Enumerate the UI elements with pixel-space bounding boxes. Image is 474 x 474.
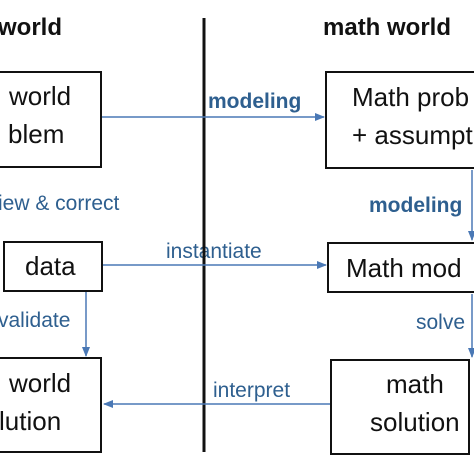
math-problem-line1: Math prob	[352, 82, 470, 112]
real-world-header: world	[0, 14, 62, 41]
data-label: data	[25, 251, 76, 281]
modeling-right-label: modeling	[369, 194, 463, 217]
math-solution-box	[330, 359, 470, 455]
math-solution-line1: math	[386, 369, 444, 399]
validate-label: validate	[0, 309, 71, 332]
review-correct-label: iew & correct	[0, 192, 120, 215]
real-world-problem-box	[0, 71, 102, 168]
data-box	[3, 241, 103, 292]
math-problem-line2: + assumpt	[352, 120, 473, 150]
math-problem-box	[325, 71, 474, 169]
math-solution-line2: solution	[370, 407, 460, 437]
math-model-label: Math mod	[346, 253, 462, 283]
instantiate-label: instantiate	[166, 240, 262, 263]
solve-label: solve	[416, 311, 466, 334]
math-world-header: math world	[323, 14, 452, 41]
real-solution-line1: world	[9, 368, 72, 398]
real-world-solution-box	[0, 357, 102, 453]
math-model-box	[327, 242, 474, 293]
real-problem-line1: world	[9, 81, 72, 111]
real-problem-line2: blem	[8, 119, 65, 149]
interpret-label: interpret	[213, 379, 291, 402]
real-solution-line2: lution	[0, 406, 62, 436]
modeling-top-label: modeling	[208, 90, 302, 113]
